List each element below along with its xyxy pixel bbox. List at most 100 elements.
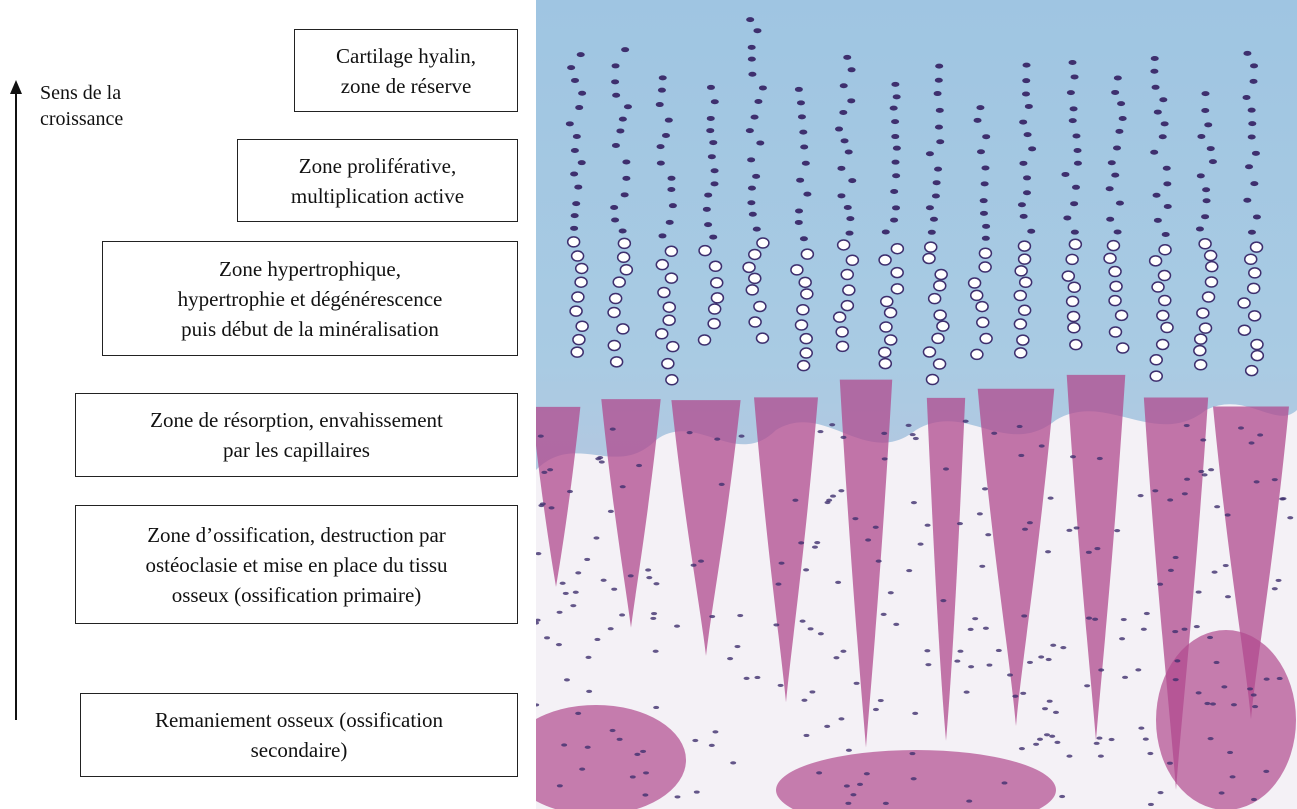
marrow-nucleus — [1094, 547, 1100, 550]
marrow-nucleus — [1037, 738, 1043, 741]
marrow-nucleus — [1143, 738, 1149, 741]
chondrocyte — [711, 168, 719, 173]
marrow-nucleus — [739, 435, 745, 438]
chondrocyte — [1150, 371, 1162, 381]
marrow-nucleus — [1247, 687, 1253, 690]
chondrocyte — [798, 361, 810, 371]
chondrocyte — [934, 359, 946, 369]
chondrocyte — [1014, 290, 1026, 300]
chondrocyte — [1070, 106, 1078, 111]
chondrocyte — [708, 154, 716, 159]
zone-label: Zone de résorption, envahissement par le… — [150, 405, 443, 465]
chondrocyte — [1150, 256, 1162, 266]
marrow-nucleus — [833, 656, 839, 659]
chondrocyte — [977, 149, 985, 154]
chondrocyte — [1205, 277, 1217, 287]
marrow-nucleus — [608, 510, 614, 513]
marrow-nucleus — [1221, 685, 1227, 688]
chondrocyte — [1196, 226, 1204, 231]
chondrocyte — [657, 144, 665, 149]
chondrocyte — [1250, 79, 1258, 84]
marrow-nucleus — [817, 430, 823, 433]
chondrocyte — [926, 375, 938, 385]
chondrocyte — [1023, 63, 1031, 68]
chondrocyte — [1116, 310, 1128, 320]
chondrocyte — [748, 45, 756, 50]
chondrocyte — [617, 324, 629, 334]
chondrocyte — [847, 98, 855, 103]
marrow-nucleus — [1135, 668, 1141, 671]
marrow-nucleus — [773, 623, 779, 626]
chondrocyte — [1028, 146, 1036, 151]
marrow-nucleus — [579, 768, 585, 771]
chondrocyte — [929, 294, 941, 304]
marrow-nucleus — [557, 784, 563, 787]
marrow-nucleus — [818, 632, 824, 635]
marrow-nucleus — [640, 750, 646, 753]
marrow-nucleus — [1204, 702, 1210, 705]
chondrocyte — [1248, 230, 1256, 235]
marrow-nucleus — [1249, 441, 1255, 444]
chondrocyte — [791, 265, 803, 275]
marrow-nucleus — [650, 617, 656, 620]
chondrocyte — [841, 138, 849, 143]
chondrocyte — [799, 277, 811, 287]
chondrocyte — [576, 321, 588, 331]
marrow-nucleus — [674, 795, 680, 798]
chondrocyte — [567, 65, 575, 70]
marrow-nucleus — [691, 564, 697, 567]
chondrocyte — [665, 118, 673, 123]
chondrocyte — [1251, 242, 1263, 252]
chondrocyte — [1243, 198, 1251, 203]
marrow-nucleus — [911, 777, 917, 780]
marrow-nucleus — [694, 790, 700, 793]
chondrocyte — [711, 293, 723, 303]
marrow-nucleus — [812, 546, 818, 549]
marrow-nucleus — [1039, 444, 1045, 447]
marrow-nucleus — [1168, 569, 1174, 572]
marrow-nucleus — [1022, 528, 1028, 531]
chondrocyte — [893, 146, 901, 151]
marrow-nucleus — [1280, 497, 1286, 500]
chondrocyte — [1195, 334, 1207, 344]
chondrocyte — [935, 269, 947, 279]
marrow-nucleus — [1094, 742, 1100, 745]
marrow-nucleus — [1021, 614, 1027, 617]
marrow-nucleus — [586, 690, 592, 693]
marrow-nucleus — [575, 712, 581, 715]
chondrocyte — [1246, 366, 1258, 376]
chondrocyte — [616, 128, 624, 133]
chondrocyte — [1248, 135, 1256, 140]
chondrocyte — [656, 102, 664, 107]
chondrocyte — [710, 261, 722, 271]
chondrocyte — [891, 82, 899, 87]
chondrocyte — [892, 173, 900, 178]
chondrocyte — [891, 134, 899, 139]
chondrocyte — [619, 117, 627, 122]
marrow-nucleus — [888, 591, 894, 594]
chondrocyte — [1197, 308, 1209, 318]
chondrocyte — [1245, 254, 1257, 264]
chondrocyte — [1025, 104, 1033, 109]
chondrocyte — [751, 115, 759, 120]
marrow-nucleus — [1173, 556, 1179, 559]
chondrocyte — [668, 176, 676, 181]
chondrocyte — [1019, 161, 1027, 166]
marrow-nucleus — [547, 468, 553, 471]
chondrocyte — [610, 294, 622, 304]
chondrocyte — [1114, 76, 1122, 81]
chondrocyte — [932, 194, 940, 199]
chondrocyte — [1109, 327, 1121, 337]
marrow-nucleus — [634, 753, 640, 756]
marrow-nucleus — [1184, 424, 1190, 427]
chondrocyte — [704, 222, 712, 227]
marrow-nucleus — [1152, 489, 1158, 492]
marrow-nucleus — [1001, 781, 1007, 784]
chondrocyte — [974, 118, 982, 123]
chondrocyte — [575, 105, 583, 110]
chondrocyte — [879, 359, 891, 369]
chondrocyte — [703, 207, 711, 212]
marrow-nucleus — [910, 433, 916, 436]
chondrocyte — [797, 305, 809, 315]
chondrocyte — [981, 165, 989, 170]
